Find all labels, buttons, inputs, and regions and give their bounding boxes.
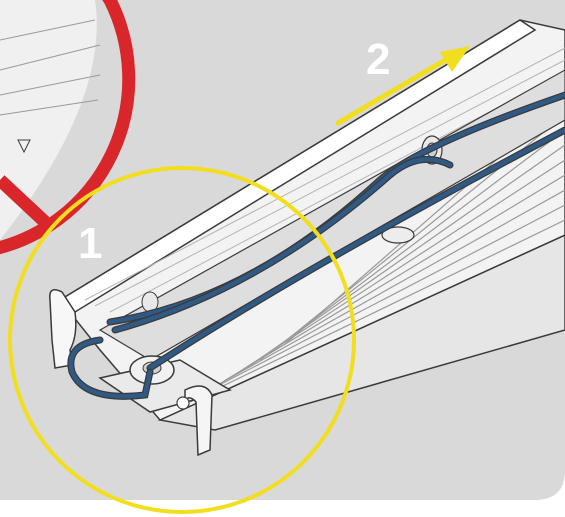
- arrow-right-icon: [335, 46, 470, 126]
- cables: [67, 91, 565, 400]
- step-2-label: 2: [366, 35, 390, 84]
- highlight-circle-icon: [8, 166, 356, 514]
- step-1-label: 1: [78, 219, 102, 268]
